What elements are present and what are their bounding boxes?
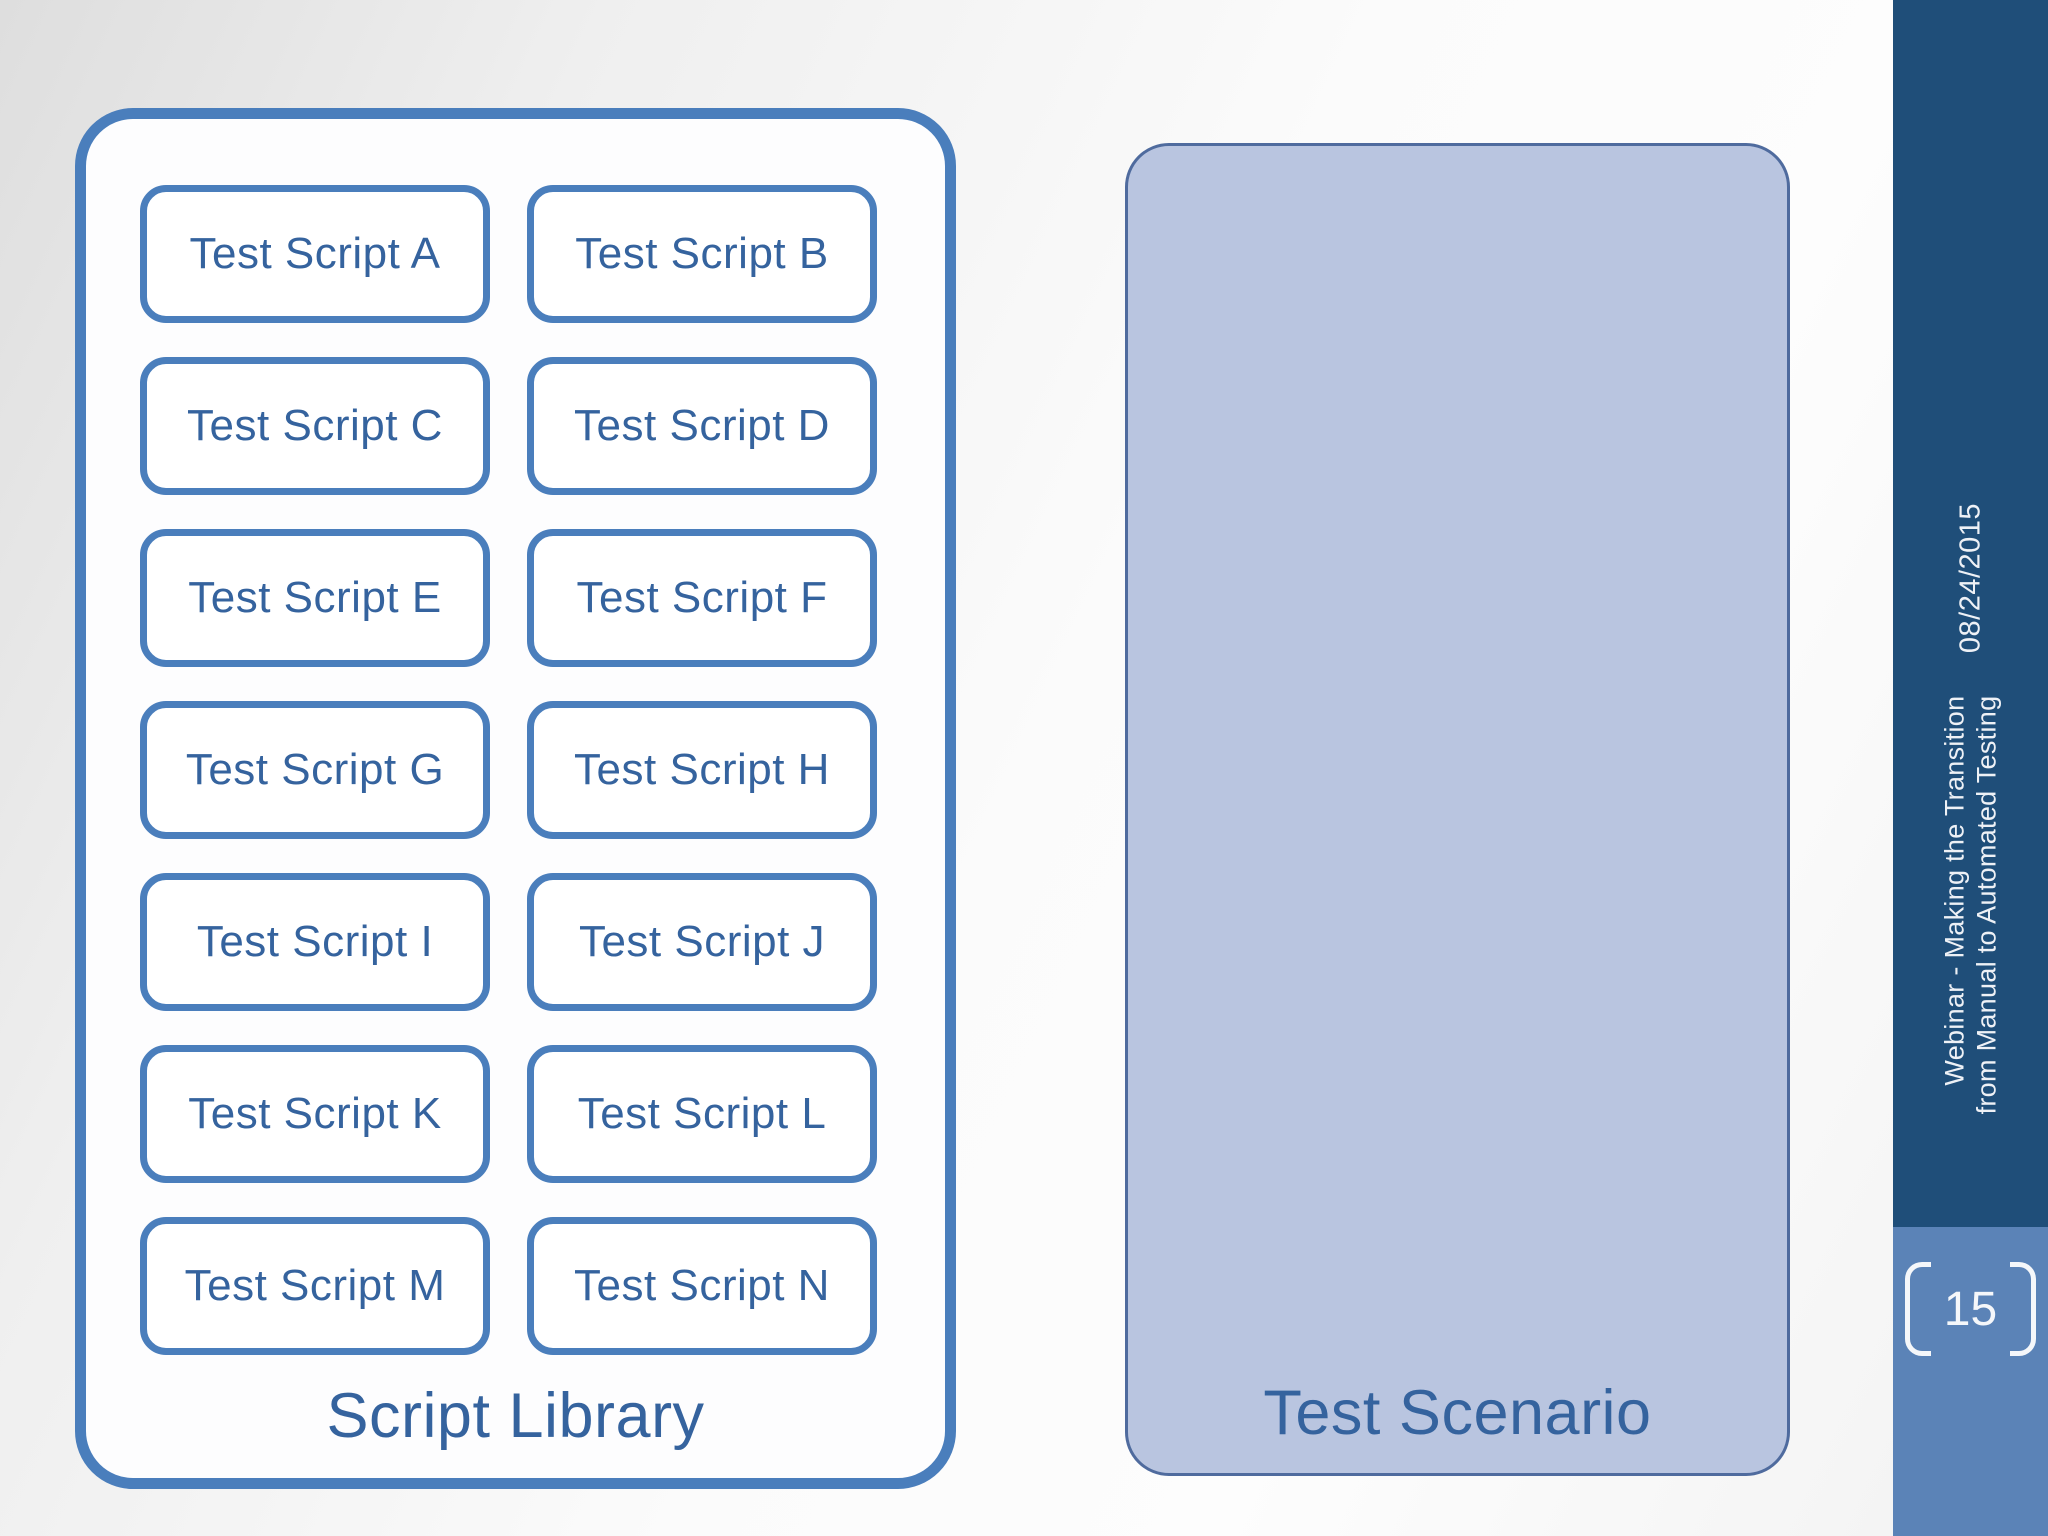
script-box-label: Test Script I <box>196 917 434 966</box>
script-box-label: Test Script H <box>574 745 830 794</box>
script-box-label: Test Script F <box>576 573 828 622</box>
script-box: Test Script B <box>527 185 877 323</box>
script-box: Test Script H <box>527 701 877 839</box>
webinar-title: Webinar - Making the Transition from Man… <box>1938 696 2003 1115</box>
script-box-label: Test Script N <box>574 1261 830 1310</box>
test-scenario-panel: Test Scenario <box>1125 143 1790 1476</box>
script-box-label: Test Script G <box>185 745 445 794</box>
script-library-panel: Test Script A Test Script B Test Script … <box>75 108 956 1489</box>
script-box-label: Test Script C <box>187 401 443 450</box>
script-grid: Test Script A Test Script B Test Script … <box>140 185 877 1355</box>
webinar-title-line2: from Manual to Automated Testing <box>1971 695 2002 1115</box>
script-box: Test Script J <box>527 873 877 1011</box>
script-box: Test Script N <box>527 1217 877 1355</box>
script-box-label: Test Script M <box>184 1261 446 1310</box>
script-box-label: Test Script J <box>578 917 826 966</box>
script-box: Test Script I <box>140 873 490 1011</box>
script-box: Test Script M <box>140 1217 490 1355</box>
script-library-title: Script Library <box>326 1381 705 1451</box>
script-box: Test Script K <box>140 1045 490 1183</box>
script-box: Test Script G <box>140 701 490 839</box>
sidebar: 08/24/2015 Webinar - Making the Transiti… <box>1893 0 2048 1227</box>
script-box-label: Test Script B <box>575 229 829 278</box>
test-scenario-title: Test Scenario <box>1263 1378 1652 1448</box>
slide-date: 08/24/2015 <box>1954 502 1986 654</box>
right-bracket-icon <box>2010 1262 2037 1356</box>
script-box: Test Script E <box>140 529 490 667</box>
page-number-region: 15 <box>1893 1227 2048 1536</box>
page-number-widget: 15 <box>1893 1262 2048 1356</box>
script-box-label: Test Script L <box>577 1089 827 1138</box>
script-box-label: Test Script A <box>189 229 441 278</box>
webinar-title-line1: Webinar - Making the Transition <box>1939 695 1970 1086</box>
script-box-label: Test Script E <box>188 573 442 622</box>
page-number: 15 <box>1943 1282 1998 1336</box>
script-box: Test Script L <box>527 1045 877 1183</box>
script-box: Test Script C <box>140 357 490 495</box>
script-box-label: Test Script D <box>574 401 830 450</box>
script-box-label: Test Script K <box>188 1089 442 1138</box>
left-bracket-icon <box>1904 1262 1931 1356</box>
script-box: Test Script A <box>140 185 490 323</box>
script-box: Test Script F <box>527 529 877 667</box>
script-box: Test Script D <box>527 357 877 495</box>
